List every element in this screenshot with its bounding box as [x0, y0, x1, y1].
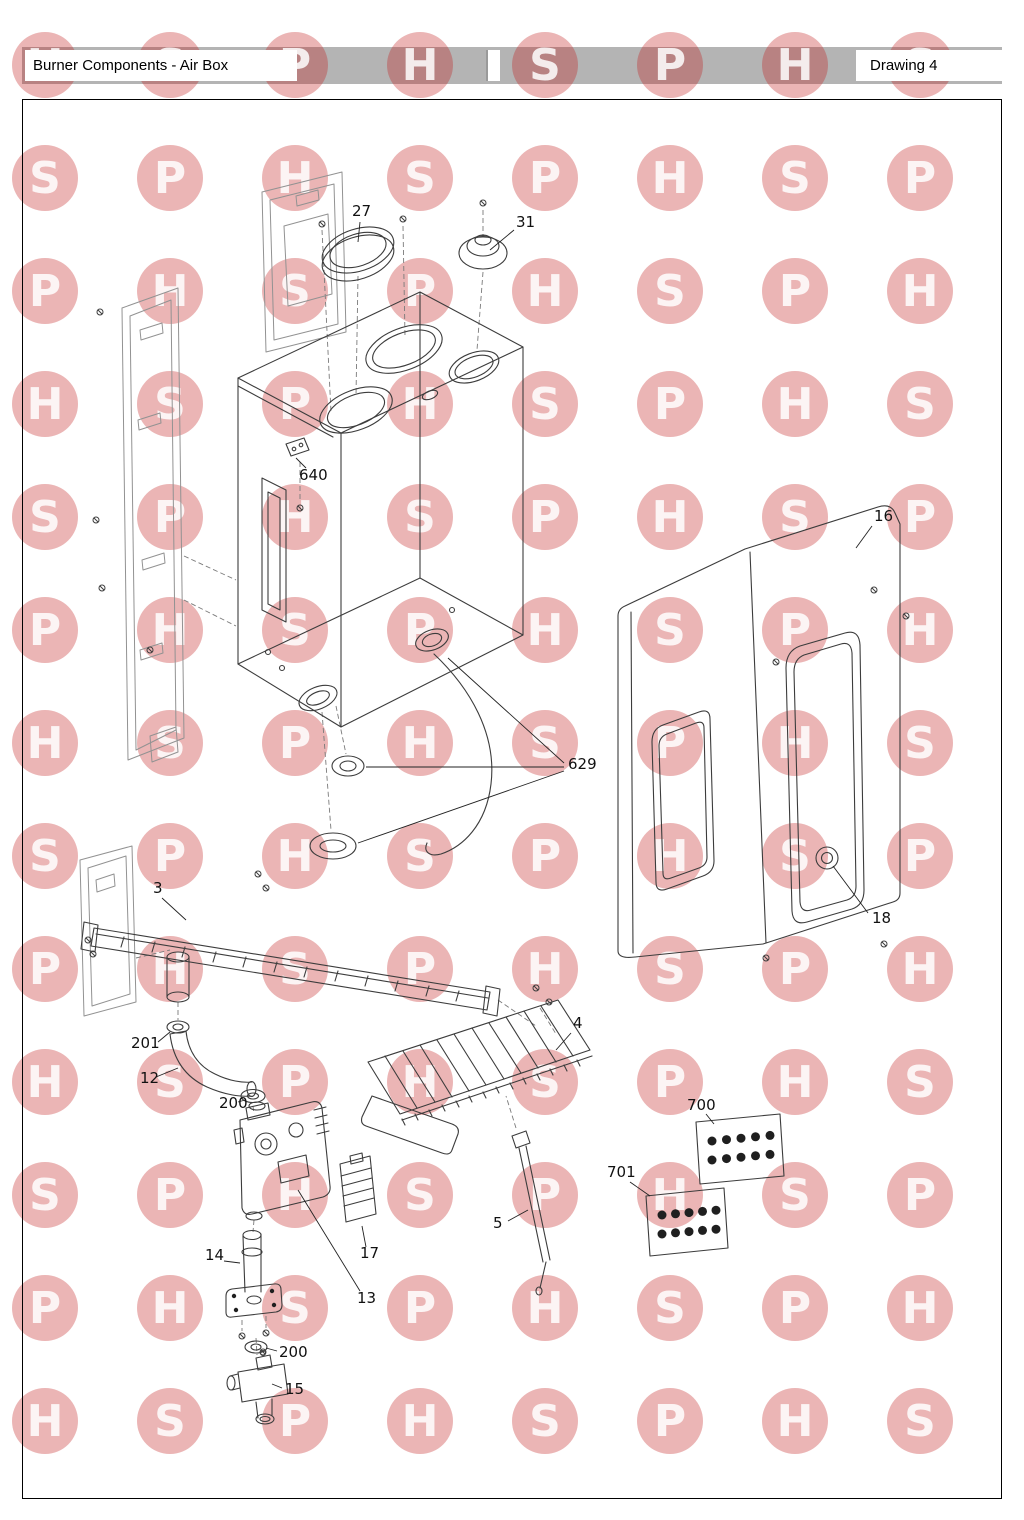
drawing-number: Drawing 4: [870, 57, 938, 74]
page-title: Burner Components - Air Box: [33, 57, 229, 74]
header-notch: [486, 50, 500, 81]
page-title-box: Burner Components - Air Box: [25, 50, 297, 81]
diagram-frame: [22, 99, 1002, 1499]
drawing-number-box: Drawing 4: [856, 50, 1015, 81]
